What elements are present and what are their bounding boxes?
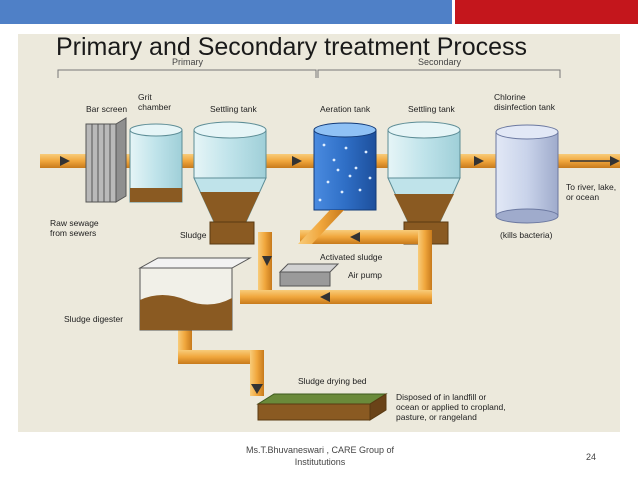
section-primary: Primary — [172, 57, 203, 67]
label-chlorine: Chlorine disinfection tank — [494, 92, 555, 112]
label-activated-sludge: Activated sludge — [320, 252, 383, 262]
page-number: 24 — [586, 452, 597, 462]
return-pipe-h — [240, 290, 432, 304]
label-kills-bacteria: (kills bacteria) — [500, 230, 553, 240]
chlorine-tank-shape — [495, 131, 559, 217]
aeration-tank-shape — [313, 129, 377, 211]
return-pipe-v — [418, 230, 432, 302]
label-disposal: Disposed of in landfill or ocean or appl… — [396, 392, 506, 422]
slide-title: Primary and Secondary treatment Process — [56, 33, 528, 61]
label-sludge: Sludge — [180, 230, 207, 240]
primary-bracket — [57, 69, 317, 78]
label-bar-screen: Bar screen — [86, 104, 128, 114]
label-to-river: To river, lake, or ocean — [566, 182, 617, 202]
footer-author: Ms.T.Bhuvaneswari , CARE Group of Instit… — [245, 445, 395, 467]
air-pump-shape — [278, 263, 340, 273]
bar-screen-shape — [85, 123, 117, 203]
label-settling-tank-1: Settling tank — [210, 104, 257, 114]
aeration-bubbles — [318, 143, 372, 202]
drying-pipe-h — [178, 350, 264, 364]
label-raw-sewage: Raw sewage from sewers — [50, 218, 99, 238]
label-air-pump: Air pump — [348, 270, 383, 280]
top-bar-blue — [0, 0, 452, 24]
sludge-pipe-vertical — [258, 232, 272, 296]
sludge-drying-bed-shape — [256, 393, 388, 405]
label-grit-chamber: Grit chamber — [138, 92, 172, 112]
label-aeration-tank: Aeration tank — [320, 104, 371, 114]
activated-sludge-pipe-h — [300, 230, 422, 244]
label-settling-tank-2: Settling tank — [408, 104, 455, 114]
label-sludge-digester: Sludge digester — [64, 314, 124, 324]
secondary-bracket — [317, 69, 561, 78]
air-pipe — [298, 210, 344, 244]
bar-screen-side — [115, 117, 127, 203]
flow-arrows — [60, 156, 620, 394]
sludge-digester-shape — [138, 257, 252, 269]
top-bar-red — [455, 0, 638, 24]
bar-screen-grates — [91, 124, 111, 202]
section-secondary: Secondary — [418, 57, 462, 67]
label-sludge-drying-bed: Sludge drying bed — [298, 376, 367, 386]
